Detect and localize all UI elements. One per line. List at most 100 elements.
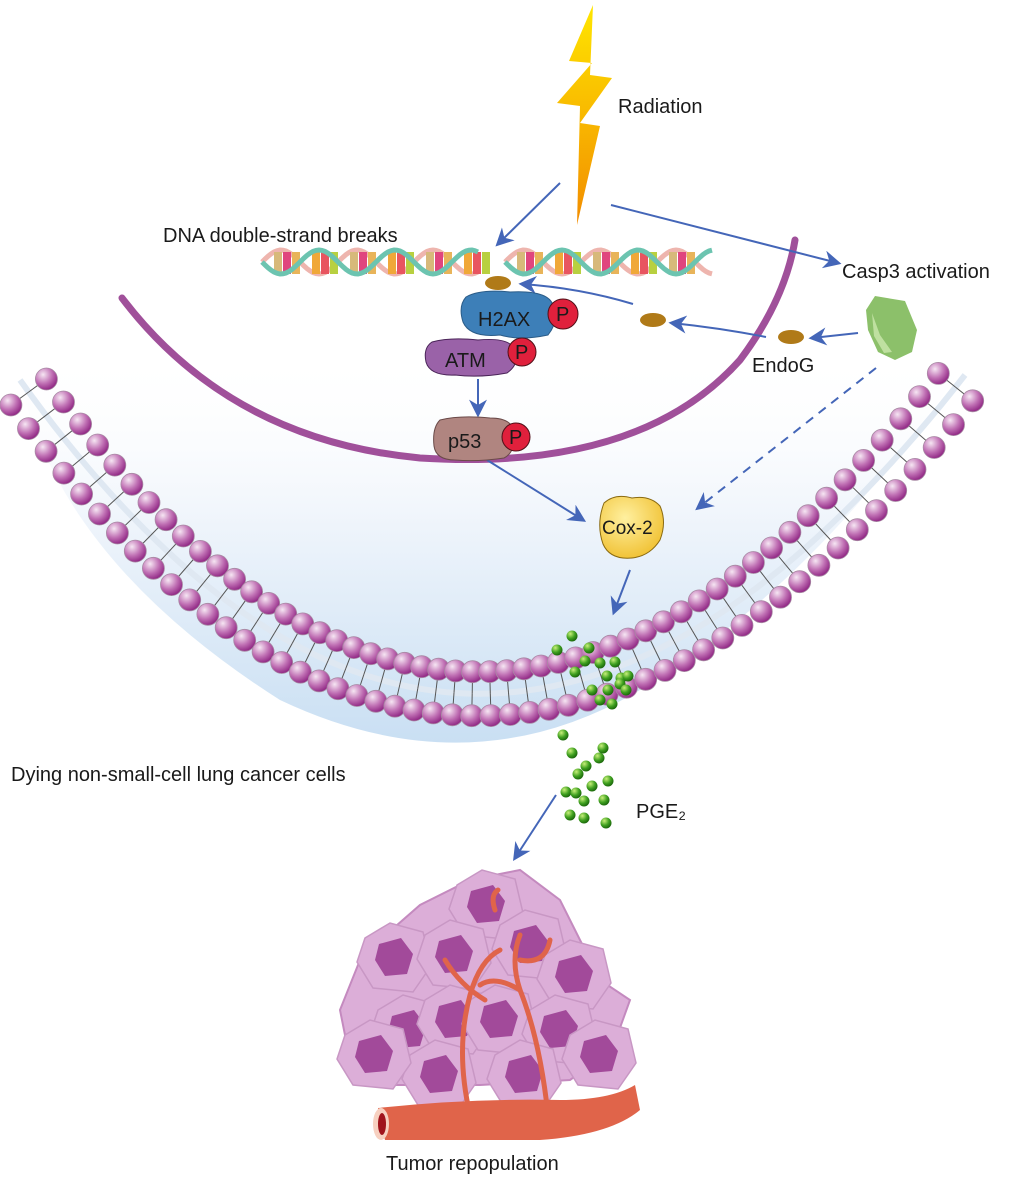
phospholipid-head [86,433,110,457]
base-pair [593,252,601,274]
pge2-dot [598,794,610,806]
phospholipid-head [692,638,715,662]
phospholipid-head [903,457,927,481]
endog-nuclear [640,313,666,327]
phospholipid-head [17,417,40,441]
nuclear-envelope [118,236,799,464]
phospholipid-head [852,448,875,472]
phospholipid-head [672,649,696,672]
pge2-label: PGE₂ [636,801,686,823]
pge2-dot [601,670,613,682]
pge2-dot [569,666,581,678]
pge2-dot [566,747,578,759]
base-pair [406,252,414,274]
phospholipid-head [687,589,711,613]
phospholipid-head [460,704,484,728]
base-pair [473,252,481,274]
phospholipid-head [865,499,888,523]
base-pair [602,252,610,274]
phospholipid-head [908,385,931,409]
phospholipid-head [288,660,312,684]
cox2-label: Cox-2 [602,518,653,539]
tumor-nucleus [480,1000,518,1038]
phospholipid-head [233,628,257,652]
arrow-p53-to-cox2 [486,459,587,522]
phospholipid-head [760,536,783,560]
dying-cells-label: Dying non-small-cell lung cancer cells [11,764,346,786]
p53-protein: p53 P [433,416,531,462]
phospholipid-head [711,626,735,650]
base-pair [359,252,367,274]
pge2-dot [580,760,592,772]
arrow-pge2-to-tumor [513,794,557,862]
phospholipid-head [141,556,165,580]
h2ax-label: H2AX [478,309,530,331]
base-pair [526,252,534,274]
blood-vessel-branch [460,947,503,1118]
tumor-illustration [336,868,640,1140]
phospholipid-head [251,640,275,664]
pge2-dot [564,809,576,821]
base-pair [649,252,657,274]
phospholipid-head [884,479,908,502]
blood-vessel [378,1085,640,1140]
arrow-endog-to-dna [518,276,634,305]
base-pair [330,252,338,274]
phospholipid-head [788,570,812,594]
phospholipid-head [178,588,202,612]
phospholipid-head [498,703,522,726]
arrow-radiation-to-casp3 [610,204,842,269]
phospholipid-head [345,684,369,707]
base-pair [283,252,291,274]
dna-double-helix [260,247,713,277]
phospholipid-head [364,689,388,713]
phospholipid-head [833,468,857,492]
phospholipid-head [206,554,229,578]
arrow-cox2-to-pge2 [610,569,631,616]
base-pair [631,252,639,274]
phospholipid-head [120,472,144,496]
phospholipid-head [70,482,93,506]
base-pair [482,252,490,274]
phospholipid-head [807,553,831,577]
base-pair [640,252,648,274]
base-pair [426,252,434,274]
phospholipid-head [942,413,965,437]
phospholipid-head [796,504,820,528]
phospholipid-head [870,428,894,452]
phospholipid-head [402,698,426,722]
phospholipid-head [240,580,264,604]
casp3-highlight [872,313,892,353]
phospholipid-head [35,367,58,391]
pge2-dot [586,684,598,696]
pge2-dot [570,787,582,799]
phospholipid-head [52,461,76,485]
tumor-nucleus [375,938,413,976]
p53-phospho: P [509,427,522,449]
phospholipid-head [769,585,792,609]
phospholipid-head [926,361,950,385]
atm-phospho: P [515,342,528,364]
base-pair [321,252,329,274]
pge2-dot [597,742,609,754]
pge2-dot [600,817,612,829]
phospholipid-head [889,407,913,431]
tumor-nucleus [355,1035,393,1073]
pge2-dot [578,795,590,807]
tumor-nucleus [505,1055,543,1093]
pge2-dot [578,812,590,824]
pge2-dot [620,684,632,696]
arrow-casp3-to-endog [808,327,859,346]
phospholipid-head [160,573,183,596]
base-pair [435,252,443,274]
dna-strand [260,247,479,277]
tumor-label: Tumor repopulation [386,1153,559,1175]
endog-at-dna [485,276,511,290]
pge2-dot [622,670,634,682]
phospholipid-head [223,567,247,591]
phospholipid-head [669,600,693,624]
base-pair [274,252,282,274]
phospholipid-head [826,536,850,560]
base-pair [678,252,686,274]
